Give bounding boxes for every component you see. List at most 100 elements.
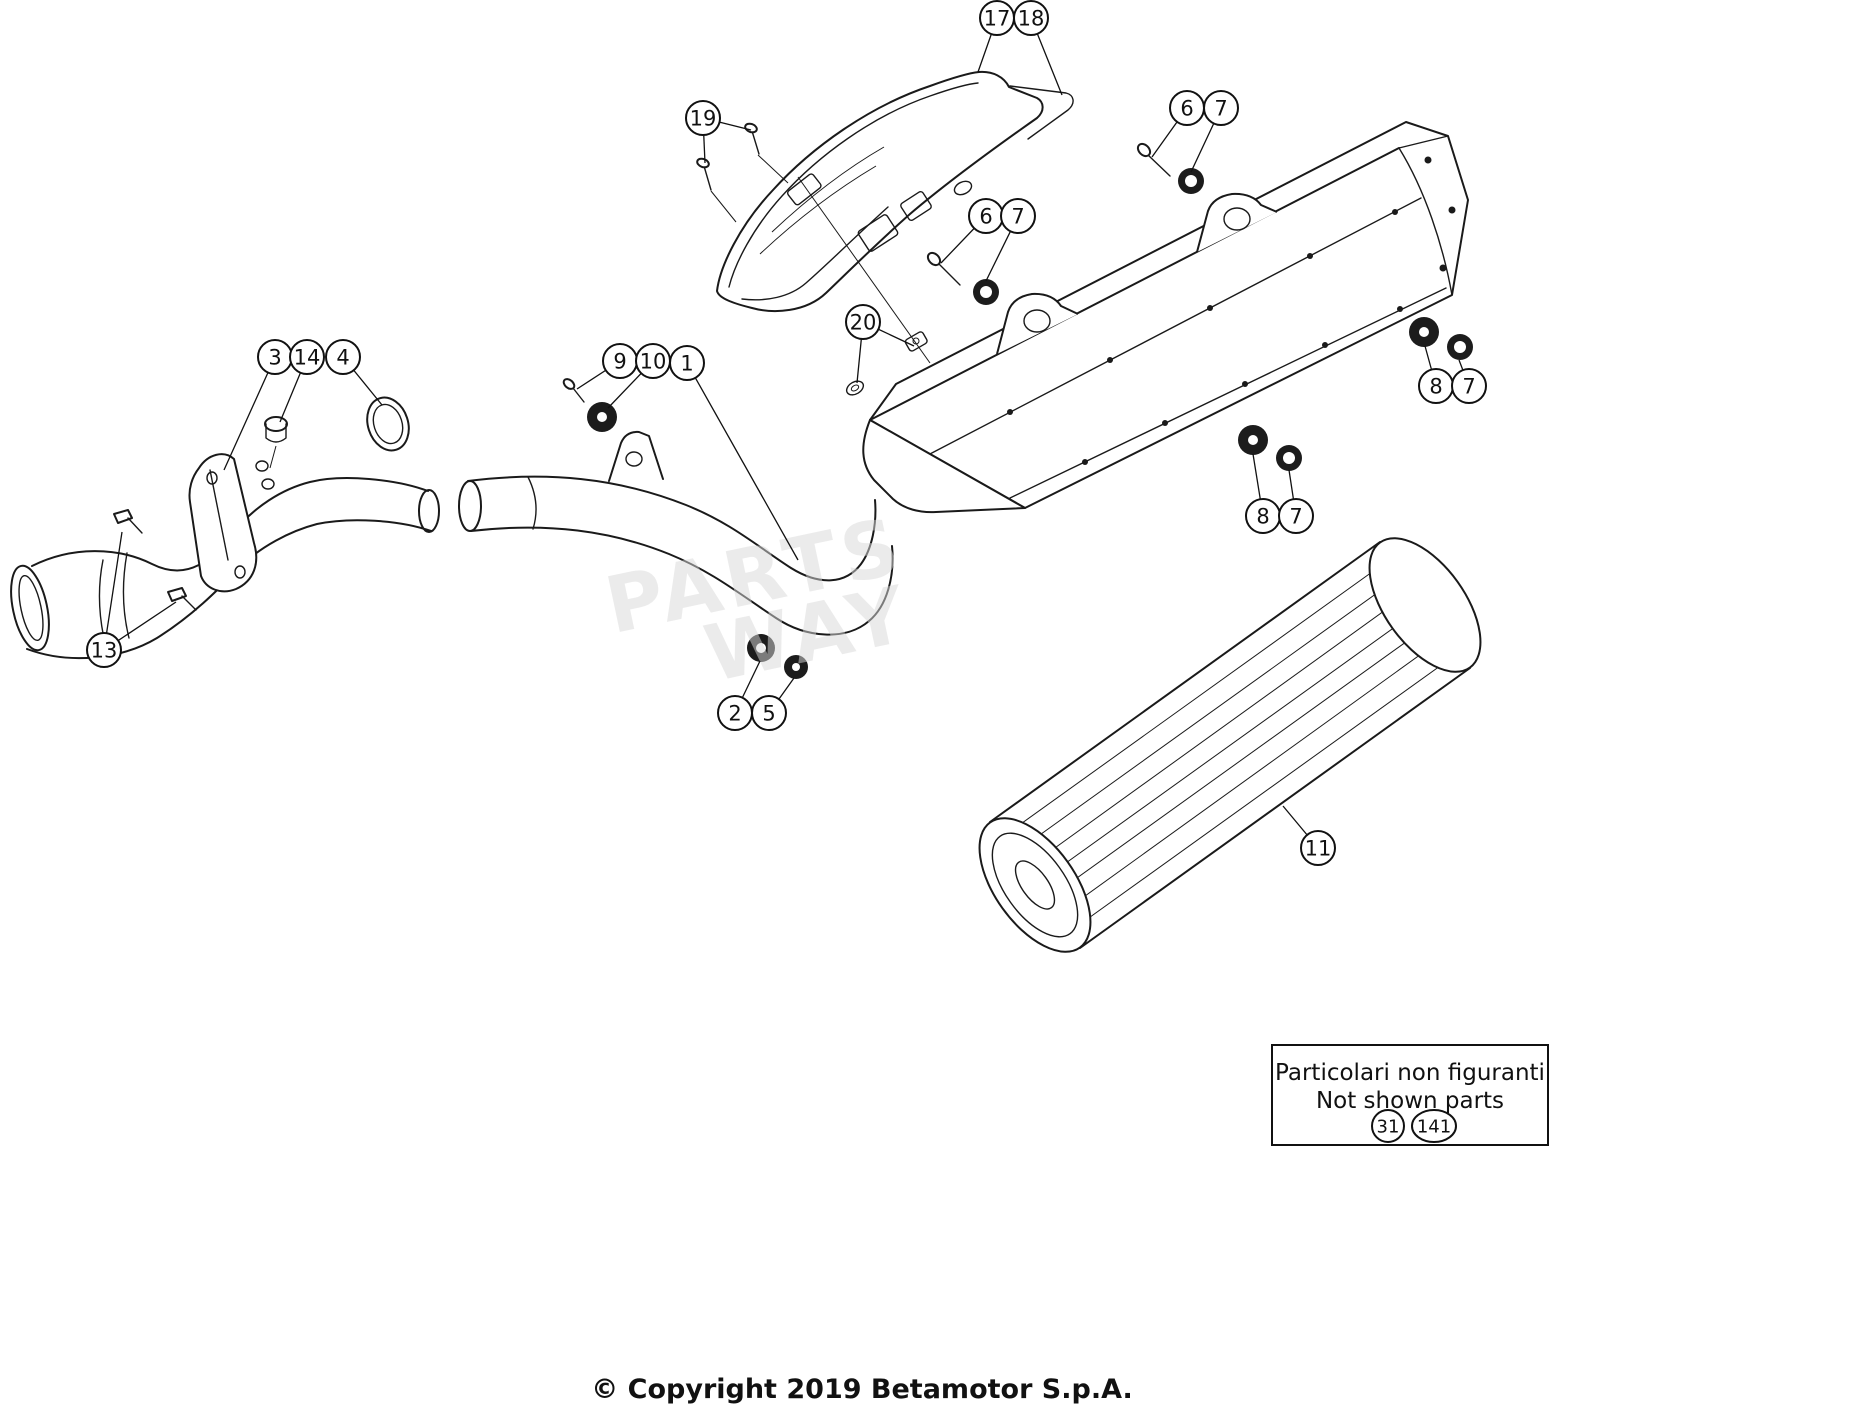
- callout-bubble: [1000, 198, 1036, 234]
- legend-callout-number: 31: [1377, 1117, 1400, 1138]
- speed-clip: [904, 331, 928, 352]
- clamp-bolt: [167, 587, 197, 611]
- callout-number: 9: [613, 350, 626, 374]
- bracket-grommet: [587, 402, 617, 432]
- silencer-washer: [1276, 445, 1302, 471]
- callout-9: 9: [576, 343, 638, 390]
- callout-bubble: [845, 304, 881, 340]
- shield-screw: [696, 157, 737, 223]
- callout-18: 18: [1013, 0, 1063, 96]
- leader-line: [223, 356, 276, 471]
- muffler: [862, 121, 1469, 514]
- callout-3: 3: [223, 339, 293, 471]
- pipe-opening: [418, 489, 440, 533]
- callout-13: 13: [86, 531, 177, 668]
- muffler-bracket: [1196, 192, 1278, 253]
- legend-title-english: Not shown parts: [1316, 1088, 1504, 1114]
- callout-bubble: [289, 339, 325, 375]
- callout-number: 7: [1011, 205, 1024, 229]
- mount-washer: [784, 655, 808, 679]
- callout-number: 8: [1429, 375, 1442, 399]
- legend-border: [1271, 1044, 1549, 1146]
- callout-bubble: [669, 345, 705, 381]
- callout-4: 4: [325, 339, 383, 406]
- callout-number: 7: [1289, 505, 1302, 529]
- muffler-bracket: [996, 292, 1079, 355]
- callout-bubble: [1203, 90, 1239, 126]
- callout-7: 7: [1278, 469, 1314, 534]
- muffler-washer: [1178, 168, 1204, 194]
- leader-line: [686, 362, 799, 561]
- callout-bubble: [1300, 830, 1336, 866]
- muffler-bolt: [926, 251, 961, 286]
- callout-7: 7: [1190, 90, 1239, 173]
- callout-1: 1: [669, 345, 799, 561]
- mid-pipe: [458, 430, 894, 636]
- callout-6: 6: [1151, 90, 1205, 158]
- legend-callout-number: 141: [1417, 1117, 1451, 1138]
- leader-line: [103, 531, 123, 651]
- callout-number: 4: [336, 346, 349, 370]
- packing-tube: [978, 537, 1482, 953]
- callout-11: 11: [1282, 805, 1336, 866]
- pipe-bracket: [608, 430, 664, 482]
- callout-5: 5: [751, 677, 795, 731]
- legend-callout-31: 31: [1371, 1109, 1405, 1143]
- watermark: PARTS WAY: [598, 501, 919, 700]
- flange-nut: [255, 460, 269, 472]
- callout-number: 10: [640, 350, 667, 374]
- exhaust-flange: [188, 453, 258, 593]
- copyright-text: © Copyright 2019 Betamotor S.p.A.: [591, 1374, 1132, 1405]
- callout-6: 6: [940, 198, 1004, 264]
- callout-number: 7: [1462, 375, 1475, 399]
- mount-grommet: [747, 634, 775, 662]
- silencer-grommet: [1238, 425, 1268, 455]
- silencer-grommet: [1409, 317, 1439, 347]
- callout-number: 14: [294, 346, 321, 370]
- rivets: [1007, 156, 1456, 465]
- exhaust-gasket: [366, 396, 410, 452]
- legend-callout-bubble: [1411, 1109, 1457, 1143]
- callout-number: 3: [268, 346, 281, 370]
- callout-bubble: [685, 100, 721, 136]
- heat-shield-inner-plate: [1009, 85, 1074, 140]
- callout-number: 5: [762, 702, 775, 726]
- muffler-washer: [973, 279, 999, 305]
- callout-bubble: [1451, 368, 1487, 404]
- muffler-inlet-cone: [862, 419, 1026, 514]
- legend-callout-141: 141: [1411, 1109, 1457, 1143]
- callout-20: 20: [845, 304, 915, 384]
- callout-17: 17: [977, 0, 1015, 73]
- heat-shield: [716, 70, 1074, 312]
- callout-number: 19: [690, 107, 717, 131]
- muffler-bolt: [1136, 142, 1171, 177]
- callout-number: 2: [728, 702, 741, 726]
- clamp-bolt: [113, 509, 143, 534]
- callout-number: 8: [1256, 505, 1269, 529]
- callout-number: 20: [850, 311, 877, 335]
- front-header-pipe: [10, 453, 440, 660]
- shield-bracket: [786, 173, 822, 206]
- legend-title-italian: Particolari non figuranti: [1275, 1060, 1545, 1086]
- callout-10: 10: [607, 343, 671, 409]
- shield-screw: [744, 122, 789, 184]
- callout-number: 18: [1018, 7, 1045, 31]
- callout-bubble: [325, 339, 361, 375]
- callout-number: 17: [984, 7, 1011, 31]
- tube-ribs: [1010, 561, 1455, 926]
- speed-clip: [845, 380, 865, 396]
- legend-items: 31 141: [1371, 1109, 1457, 1143]
- rubber-plug: [264, 416, 288, 469]
- callout-bubble: [1278, 498, 1314, 534]
- legend-box: Particolari non figuranti Not shown part…: [1271, 1044, 1549, 1146]
- callout-7: 7: [985, 198, 1036, 282]
- callout-bubble: [751, 695, 787, 731]
- callout-19: 19: [685, 100, 752, 164]
- callout-number: 6: [1180, 97, 1193, 121]
- callout-number: 6: [979, 205, 992, 229]
- shield-slot: [857, 214, 899, 252]
- callout-number: 7: [1214, 97, 1227, 121]
- callout-bubble: [1013, 0, 1049, 36]
